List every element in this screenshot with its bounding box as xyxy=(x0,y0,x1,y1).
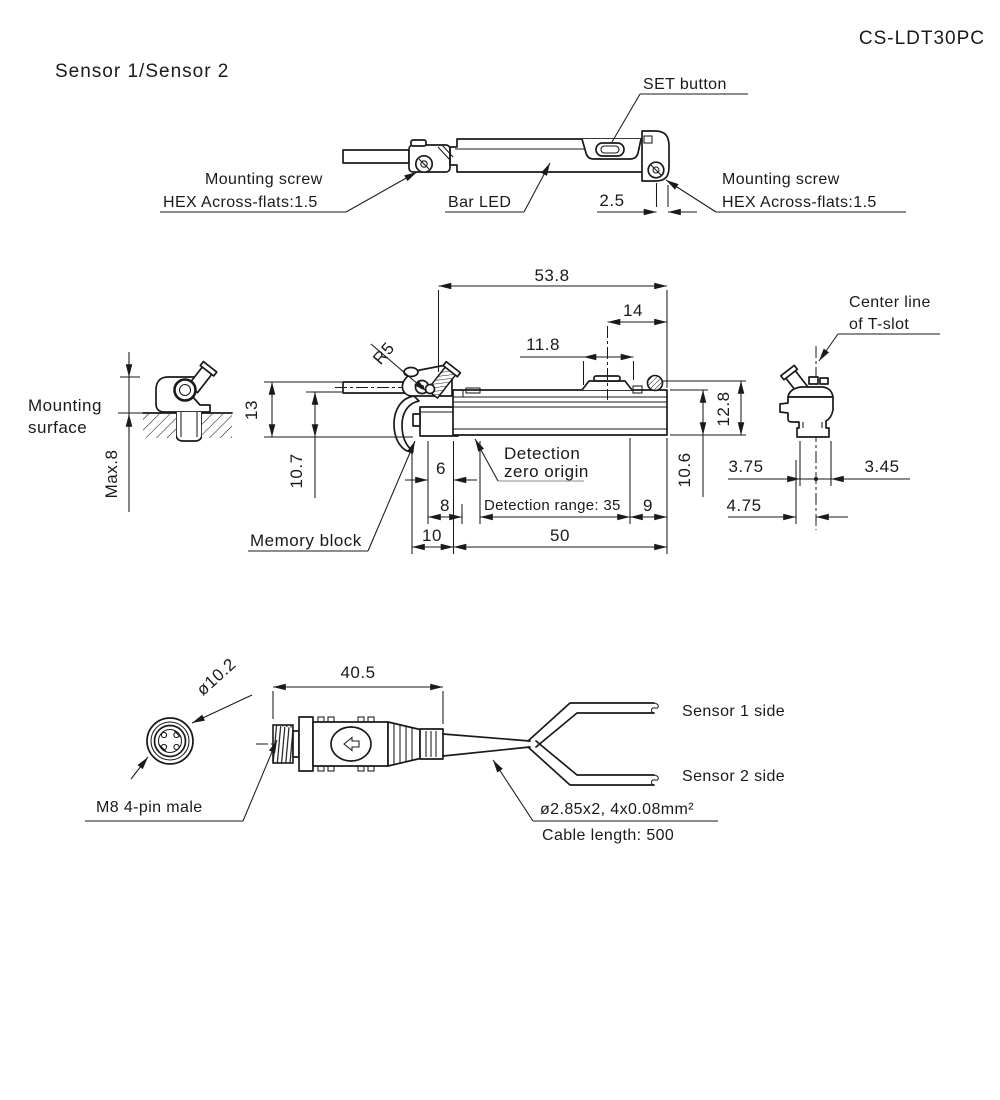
connector-thread xyxy=(272,724,294,764)
dim-11-8: 11.8 xyxy=(526,335,560,354)
mounting-screw-right-label-2: HEX Across-flats:1.5 xyxy=(722,194,877,211)
cable-break-1 xyxy=(650,702,659,714)
cable-stub-top xyxy=(342,149,410,164)
t-slot-dome xyxy=(787,386,834,398)
hatch-left xyxy=(143,414,176,438)
m8-connector-body xyxy=(256,716,444,772)
dim-10-7: 10.7 xyxy=(287,453,306,488)
screw-side-icon xyxy=(646,374,664,392)
detection-origin-label-2: zero origin xyxy=(504,462,589,481)
memory-block xyxy=(412,406,459,437)
header: CS-LDT30PC Sensor 1/Sensor 2 xyxy=(55,28,985,82)
dim-4-75: 4.75 xyxy=(726,496,761,515)
dim-2-5: 2.5 xyxy=(599,191,624,210)
dim-40-5: 40.5 xyxy=(340,663,375,682)
cable-break-2 xyxy=(650,774,659,786)
memory-block-label: Memory block xyxy=(250,531,362,550)
m8-connector-label: M8 4-pin male xyxy=(96,799,203,816)
t-slot-profile xyxy=(779,396,834,438)
set-button[interactable] xyxy=(581,138,642,160)
clamp-block-top xyxy=(408,139,454,174)
sensor-body-side xyxy=(452,374,668,436)
set-button-label: SET button xyxy=(643,76,727,93)
dim-10-6: 10.6 xyxy=(675,452,694,487)
centerline-label-1: Center line xyxy=(849,294,931,311)
dim-53-8: 53.8 xyxy=(534,266,569,285)
end-view-lens-icon xyxy=(173,378,197,402)
cable-connector-view: ø10.2 40.5 xyxy=(85,654,785,844)
dim-12-8: 12.8 xyxy=(714,391,733,426)
connector-button xyxy=(330,726,372,762)
dim-14: 14 xyxy=(623,301,643,320)
dim-dia-10-2: ø10.2 xyxy=(193,654,240,699)
t-slot-foot xyxy=(175,412,203,442)
end-view-screw-icon xyxy=(187,360,218,394)
mounting-surface-label-2: surface xyxy=(28,418,87,437)
sensor2-side-label: Sensor 2 side xyxy=(682,768,785,785)
dim-3-45: 3.45 xyxy=(864,457,899,476)
detection-range-label: Detection range: 35 xyxy=(484,497,621,514)
clamp-side xyxy=(401,360,462,400)
top-view: SET button Mounting screw HEX Across-fla… xyxy=(160,76,906,216)
model-number: CS-LDT30PC xyxy=(859,28,985,49)
dim-9: 9 xyxy=(643,496,653,515)
mounting-surface-view: Mounting surface Max.8 xyxy=(28,352,233,512)
centerline-label-2: of T-slot xyxy=(849,316,909,333)
cable-length-label: Cable length: 500 xyxy=(542,827,674,844)
dim-max8: Max.8 xyxy=(102,450,121,499)
strain-relief xyxy=(387,721,421,767)
bar-led-label: Bar LED xyxy=(448,194,511,211)
mounting-screw-right-label-1: Mounting screw xyxy=(722,171,840,188)
m8-face-view xyxy=(146,717,194,765)
sensor-body-top xyxy=(449,130,670,182)
main-side-view: R5 53.8 14 11.8 13 10.7 12.8 10.6 Dete xyxy=(242,266,746,554)
dim-6: 6 xyxy=(436,459,446,478)
dim-10: 10 xyxy=(422,526,442,545)
hatch-right xyxy=(202,414,232,438)
cable-spec-label: ø2.85x2, 4x0.08mm² xyxy=(540,801,694,818)
dim-13: 13 xyxy=(242,400,261,420)
mounting-surface-label-1: Mounting xyxy=(28,396,102,415)
cable-split xyxy=(442,702,659,786)
dim-3-75: 3.75 xyxy=(728,457,763,476)
t-slot-end-view: Center line of T-slot 3.75 3.45 4.75 xyxy=(726,294,940,530)
dim-50: 50 xyxy=(550,526,570,545)
mounting-screw-left-label-2: HEX Across-flats:1.5 xyxy=(163,194,318,211)
sensor1-side-label: Sensor 1 side xyxy=(682,703,785,720)
mounting-screw-left-label-1: Mounting screw xyxy=(205,171,323,188)
detection-origin-label-1: Detection xyxy=(504,444,580,463)
dim-8: 8 xyxy=(440,496,450,515)
page-title: Sensor 1/Sensor 2 xyxy=(55,61,229,82)
arrow-icon xyxy=(343,736,360,752)
